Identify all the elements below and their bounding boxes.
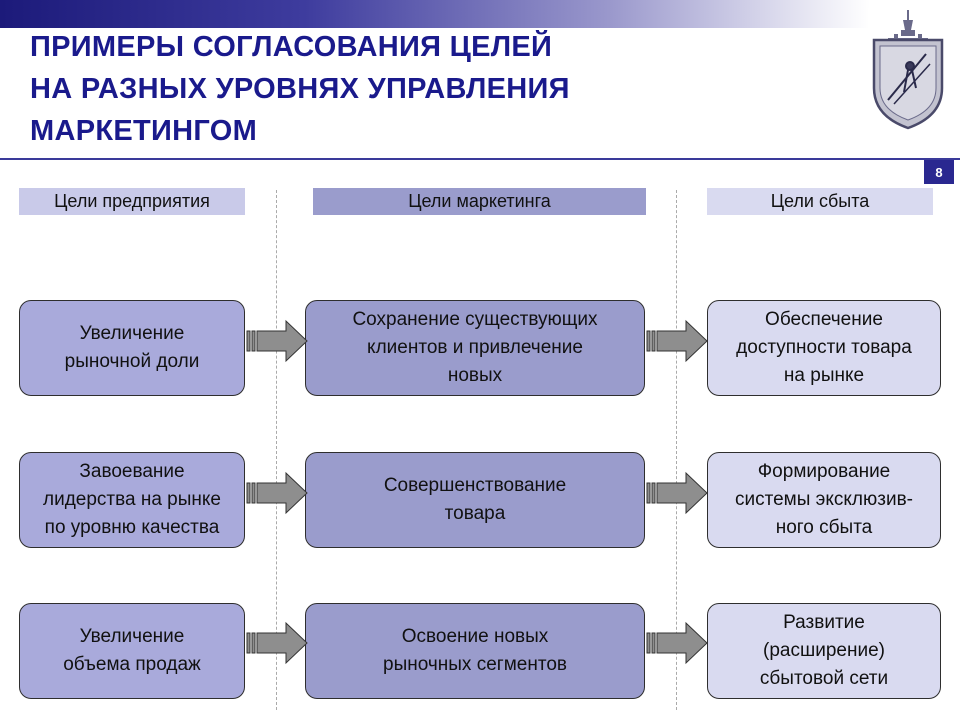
university-emblem-logo	[868, 8, 950, 130]
right-arrow-icon	[246, 471, 308, 515]
title-line-3: МАРКЕТИНГОМ	[30, 115, 258, 147]
header-marketing-goals: Цели маркетинга	[313, 188, 646, 215]
right-arrow-icon	[246, 319, 308, 363]
enterprise-goal-box: Увеличение рыночной доли	[19, 300, 245, 396]
marketing-goal-box: Совершенствование товара	[305, 452, 645, 548]
top-gradient-bar	[0, 0, 870, 28]
marketing-goal-text: Сохранение существующих клиентов и привл…	[352, 309, 598, 386]
right-arrow-icon	[646, 471, 708, 515]
column-separator-1	[276, 190, 277, 710]
header-sales-goals: Цели сбыта	[707, 188, 933, 215]
sales-goal-text: Формирование системы эксклюзив- ного сбы…	[735, 461, 913, 538]
title-line-1: ПРИМЕРЫ СОГЛАСОВАНИЯ ЦЕЛЕЙ	[30, 31, 553, 63]
sales-goal-text: Развитие (расширение) сбытовой сети	[759, 612, 889, 689]
sales-goal-box: Формирование системы эксклюзив- ного сбы…	[707, 452, 941, 548]
slide-title: ПРИМЕРЫ СОГЛАСОВАНИЯ ЦЕЛЕЙ НА РАЗНЫХ УРО…	[30, 26, 750, 152]
sales-goal-text: Обеспечение доступности товара на рынке	[736, 309, 912, 386]
enterprise-goal-text: Завоевание лидерства на рынке по уровню …	[43, 461, 221, 538]
sales-goal-box: Развитие (расширение) сбытовой сети	[707, 603, 941, 699]
right-arrow-icon	[646, 621, 708, 665]
title-divider	[0, 158, 960, 160]
marketing-goal-text: Совершенствование товара	[383, 475, 567, 524]
header-enterprise-goals: Цели предприятия	[19, 188, 245, 215]
marketing-goal-box: Сохранение существующих клиентов и привл…	[305, 300, 645, 396]
marketing-goal-text: Освоение новых рыночных сегментов	[383, 626, 567, 675]
sales-goal-box: Обеспечение доступности товара на рынке	[707, 300, 941, 396]
column-separator-2	[676, 190, 677, 710]
marketing-goal-box: Освоение новых рыночных сегментов	[305, 603, 645, 699]
right-arrow-icon	[246, 621, 308, 665]
enterprise-goal-text: Увеличение объема продаж	[63, 626, 201, 675]
right-arrow-icon	[646, 319, 708, 363]
enterprise-goal-box: Увеличение объема продаж	[19, 603, 245, 699]
title-line-2: НА РАЗНЫХ УРОВНЯХ УПРАВЛЕНИЯ	[30, 73, 570, 105]
enterprise-goal-text: Увеличение рыночной доли	[64, 323, 200, 372]
enterprise-goal-box: Завоевание лидерства на рынке по уровню …	[19, 452, 245, 548]
page-number: 8	[924, 160, 954, 184]
